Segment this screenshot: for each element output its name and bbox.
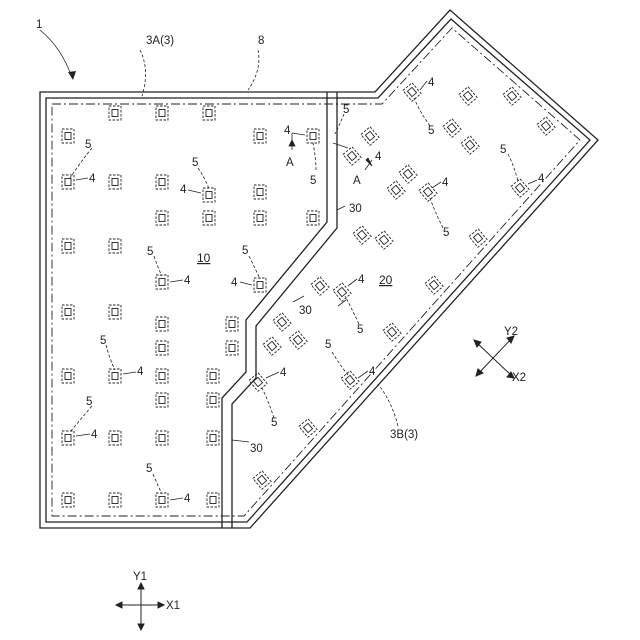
- axis-y1-label: Y1: [133, 571, 147, 583]
- unit-label: 5: [443, 227, 449, 239]
- unit-label: 5: [343, 104, 349, 116]
- seam-line: [222, 92, 337, 528]
- chain-boundary-line: [52, 28, 580, 516]
- axes-y1-x1: [116, 583, 164, 630]
- section-mark-left: [289, 133, 305, 150]
- axis-x2-label: X2: [512, 372, 526, 384]
- unit-label: 5: [357, 324, 363, 336]
- element-label: 4: [428, 77, 435, 89]
- unit-label: 5: [271, 417, 277, 429]
- axes-y2-x2: [474, 336, 514, 378]
- unit-label: 5: [310, 175, 316, 187]
- section-mark-left-label: A: [286, 157, 294, 169]
- unit-label: 5: [146, 463, 152, 475]
- ref-frame-label: 8: [258, 35, 264, 47]
- unit-label: 5: [147, 246, 153, 258]
- element-label: 4: [184, 493, 191, 505]
- unit-label: 5: [500, 144, 506, 156]
- axis-x1-label: X1: [166, 600, 180, 612]
- outer-frame: [40, 10, 598, 528]
- element-label: 4: [280, 367, 287, 379]
- unit-label: 5: [85, 139, 91, 151]
- section-mark-right-label: A: [353, 175, 361, 187]
- seam-label-1: 30: [349, 203, 362, 215]
- ref-region-b-label: 3B(3): [390, 429, 418, 441]
- unit-label: 5: [86, 396, 92, 408]
- leader-lines: [70, 50, 518, 494]
- unit-label: 5: [428, 125, 434, 137]
- element-leaders: [40, 30, 537, 500]
- element-label: 4: [375, 151, 382, 163]
- ref-arrowhead: [68, 71, 76, 80]
- axis-y2-label: Y2: [504, 326, 518, 338]
- seam-label-3: 30: [250, 443, 263, 455]
- seam-label-2: 30: [299, 305, 312, 317]
- element-label: 4: [538, 173, 545, 185]
- unit-label: 5: [242, 245, 248, 257]
- unit-label: 5: [325, 339, 331, 351]
- element-label: 4: [442, 177, 449, 189]
- element-label: 4: [137, 366, 144, 378]
- unit-label: 5: [192, 157, 198, 169]
- ref-device-label: 1: [36, 19, 42, 31]
- element-label: 4: [89, 173, 96, 185]
- element-label: 4: [358, 274, 365, 286]
- ref-region-a-label: 3A(3): [146, 35, 174, 47]
- panel-left-label: 10: [197, 251, 211, 265]
- element-labels: 4 4 4 4 4 4 4 4 4 4 4 4 4 4 4: [89, 77, 545, 505]
- element-label: 4: [180, 184, 187, 196]
- unit-modules-left: [62, 106, 319, 507]
- element-label: 4: [91, 429, 98, 441]
- element-label: 4: [231, 277, 238, 289]
- unit-labels: 5 5 5 5 5 5 5 5 5 5 5 5 5 5 5: [85, 104, 506, 475]
- element-label: 4: [369, 366, 376, 378]
- unit-label: 5: [100, 335, 106, 347]
- panel-right-label: 20: [379, 273, 393, 287]
- element-label: 4: [284, 125, 291, 137]
- element-label: 4: [184, 275, 191, 287]
